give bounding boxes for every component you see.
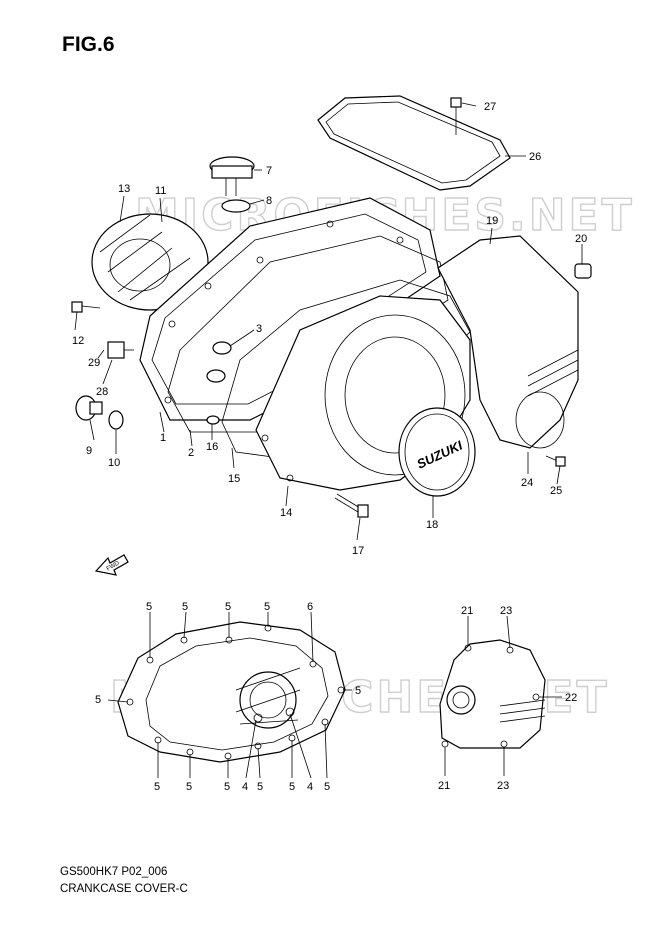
figure-footer: GS500HK7 P02_006 CRANKCASE COVER-C (60, 864, 188, 898)
callouts-left-detail: 5 5 5 5 6 5 5 5 5 4 5 5 4 5 5 (95, 601, 361, 793)
part-10-washer (108, 410, 124, 430)
callout-12: 12 (72, 335, 84, 347)
detail-left-cover (117, 621, 346, 763)
callout-5: 5 (289, 781, 295, 793)
callout-9: 9 (86, 445, 92, 457)
callout-8: 8 (266, 195, 272, 207)
callout-26: 26 (529, 151, 541, 163)
callout-6: 6 (307, 601, 313, 613)
callout-5: 5 (324, 781, 330, 793)
callout-4: 4 (242, 781, 248, 793)
leader-lines-right-detail (444, 615, 562, 776)
part-27-bolt (450, 97, 462, 135)
callout-28: 28 (96, 386, 108, 398)
callout-20: 20 (575, 233, 587, 245)
callout-23: 23 (497, 780, 509, 792)
callout-11: 11 (155, 185, 166, 197)
callout-27: 27 (484, 101, 496, 113)
leader-lines-top (74, 102, 583, 541)
callout-17: 17 (352, 545, 364, 557)
callout-29: 29 (88, 357, 100, 369)
detail-right-cover (439, 639, 546, 749)
part-13-drum-housing (91, 213, 209, 311)
part-9-plug (75, 395, 103, 421)
part-16-dowel (206, 415, 220, 425)
callout-4: 4 (307, 781, 313, 793)
part-17-bolt (334, 493, 369, 518)
callout-24: 24 (521, 477, 533, 489)
callout-23: 23 (500, 605, 512, 617)
callout-18: 18 (426, 519, 438, 531)
callout-5: 5 (264, 601, 270, 613)
callout-13: 13 (118, 183, 130, 195)
callout-14: 14 (280, 507, 292, 519)
callout-5: 5 (146, 601, 152, 613)
callout-5: 5 (95, 694, 101, 706)
figure-title: FIG.6 (62, 33, 115, 56)
part-19-side-cover (437, 235, 579, 449)
model-code: GS500HK7 P02_006 (60, 866, 168, 878)
part-12-bolt (71, 301, 101, 313)
callouts-right-detail: 21 23 22 21 23 (438, 605, 577, 792)
part-20-cap (574, 263, 592, 279)
callout-22: 22 (565, 692, 577, 704)
callout-5: 5 (355, 685, 361, 697)
fwd-arrow-icon: FWD (94, 554, 129, 576)
callout-21: 21 (438, 780, 450, 792)
part-26-cover-plate (317, 95, 511, 191)
callout-7: 7 (266, 165, 272, 177)
part-8-o-ring (221, 199, 251, 213)
callout-5: 5 (225, 601, 231, 613)
callout-3: 3 (256, 323, 262, 335)
callout-5: 5 (186, 781, 192, 793)
leader-lines-left-detail (107, 611, 352, 779)
callout-16: 16 (206, 441, 218, 453)
callout-5: 5 (224, 781, 230, 793)
part-25-bolt (545, 455, 566, 467)
callout-5: 5 (182, 601, 188, 613)
callout-25: 25 (550, 485, 562, 497)
part-7-oil-cap (209, 156, 255, 196)
figure-caption: CRANKCASE COVER-C (60, 883, 188, 895)
callout-15: 15 (228, 473, 240, 485)
callout-5: 5 (154, 781, 160, 793)
callout-1: 1 (160, 432, 166, 444)
callout-2: 2 (188, 447, 194, 459)
part-18-suzuki-cover: SUZUKI (398, 407, 476, 497)
part-3-dowel-pins (206, 341, 232, 383)
callout-19: 19 (486, 215, 498, 227)
part-28-29-switch (107, 341, 134, 359)
callout-21: 21 (461, 605, 473, 617)
callouts-main: 1 2 3 7 8 9 10 11 12 13 14 15 17 18 19 2… (72, 101, 587, 557)
callout-10: 10 (108, 457, 120, 469)
callout-5: 5 (257, 781, 263, 793)
